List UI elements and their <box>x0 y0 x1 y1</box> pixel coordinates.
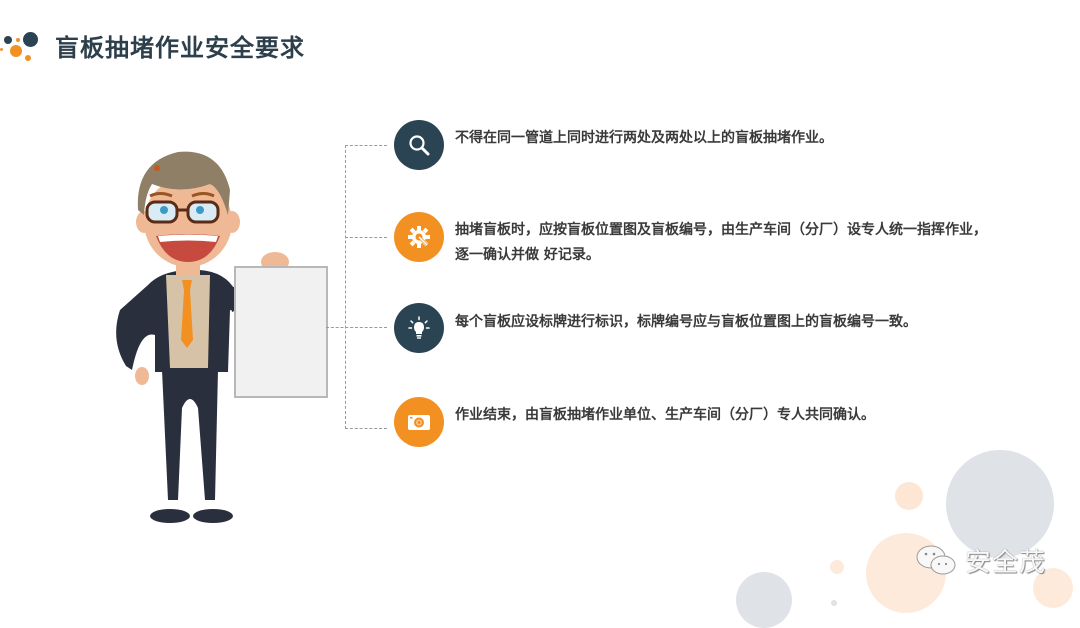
logo-dot <box>10 45 22 57</box>
connector-branch <box>326 327 387 328</box>
icon-badge-navy <box>394 303 444 353</box>
requirement-text: 抽堵盲板时，应按盲板位置图及盲板编号，由生产车间（分厂）设专人统一指挥作业，逐一… <box>455 222 987 263</box>
connector-branch <box>345 145 387 146</box>
deco-circle <box>946 450 1054 558</box>
page-title: 盲板抽堵作业安全要求 <box>55 34 305 62</box>
icon-badge-orange <box>394 397 444 447</box>
logo-dot <box>0 48 3 51</box>
logo-dot <box>25 55 31 61</box>
requirement-text: 每个盲板应设标牌进行标识，标牌编号应与盲板位置图上的盲板编号一致。 <box>455 314 917 330</box>
deco-circle <box>1033 568 1073 608</box>
requirement-text: 作业结束，由盲板抽堵作业单位、生产车间（分厂）专人共同确认。 <box>455 407 875 423</box>
wechat-icon <box>916 545 956 574</box>
lightbulb-icon <box>408 316 430 339</box>
logo-dot <box>16 38 20 42</box>
blank-paper-card <box>234 266 328 398</box>
requirement-text: 不得在同一管道上同时进行两处及两处以上的盲板抽堵作业。 <box>455 130 833 146</box>
deco-circle <box>831 600 837 606</box>
gear-wrench-icon <box>408 226 430 248</box>
logo-dot <box>4 36 12 44</box>
deco-circle <box>895 482 923 510</box>
logo-dot <box>23 32 38 47</box>
deco-circle <box>736 572 792 628</box>
search-icon <box>409 135 430 156</box>
connector-branch <box>345 237 387 238</box>
icon-badge-orange <box>394 212 444 262</box>
watermark-text: 安全茂 <box>965 548 1047 578</box>
camera-icon <box>408 415 430 430</box>
connector-vertical <box>345 145 346 429</box>
icon-badge-navy <box>394 120 444 170</box>
watermark: 安全茂 <box>915 542 1046 579</box>
connector-branch <box>345 428 387 429</box>
deco-circle <box>830 560 844 574</box>
